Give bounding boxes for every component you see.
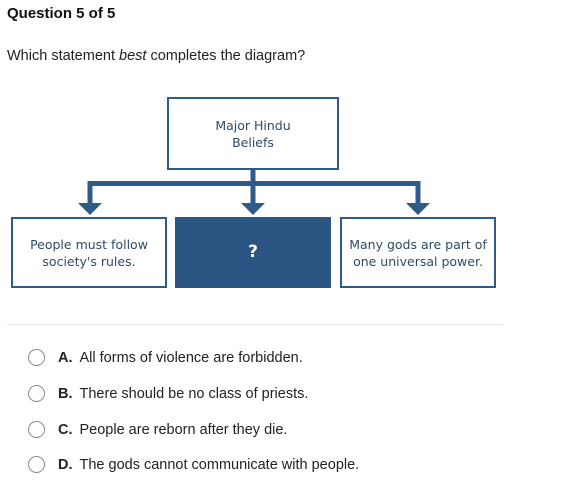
radio-button-b[interactable] — [28, 385, 45, 402]
choice-b-letter: B. — [58, 385, 73, 402]
connector-drop-left — [87, 181, 93, 205]
choice-c-text[interactable]: People are reborn after they die. — [79, 421, 288, 438]
choice-d-text[interactable]: The gods cannot communicate with people. — [79, 456, 360, 473]
prompt-emphasis: best — [119, 48, 147, 64]
diagram-box-major-hindu-beliefs: Major Hindu Beliefs — [167, 97, 339, 170]
choice-a-text[interactable]: All forms of violence are forbidden. — [79, 349, 303, 366]
connector-stem — [250, 170, 256, 184]
prompt-text-end: completes the diagram? — [146, 48, 306, 64]
radio-button-a[interactable] — [28, 349, 45, 366]
arrow-right — [406, 203, 430, 215]
diagram-box-top-label: Major Hindu Beliefs — [215, 117, 291, 150]
radio-button-c[interactable] — [28, 421, 45, 438]
diagram-box-unknown: ? — [175, 217, 331, 288]
diagram-box-right-label: Many gods are part of one universal powe… — [349, 236, 487, 269]
connector-bar — [87, 181, 421, 186]
divider — [7, 324, 503, 325]
choice-a[interactable]: A. All forms of violence are forbidden. — [28, 349, 303, 366]
choice-b[interactable]: B. There should be no class of priests. — [28, 385, 308, 402]
diagram-box-society-rules: People must follow society's rules. — [11, 217, 167, 288]
question-prompt: Which statement best completes the diagr… — [7, 48, 305, 64]
choice-c-letter: C. — [58, 421, 73, 438]
arrow-middle — [241, 203, 265, 215]
choice-b-text[interactable]: There should be no class of priests. — [79, 385, 309, 402]
connector-drop-middle — [250, 181, 256, 205]
diagram-box-universal-power: Many gods are part of one universal powe… — [340, 217, 496, 288]
radio-button-d[interactable] — [28, 456, 45, 473]
choice-d[interactable]: D. The gods cannot communicate with peop… — [28, 456, 359, 473]
choice-a-letter: A. — [58, 349, 73, 366]
arrow-left — [78, 203, 102, 215]
choice-c[interactable]: C. People are reborn after they die. — [28, 421, 287, 438]
diagram-box-middle-label: ? — [248, 242, 258, 262]
choice-d-letter: D. — [58, 456, 73, 473]
diagram-box-left-label: People must follow society's rules. — [30, 236, 148, 269]
connector-drop-right — [415, 181, 421, 205]
prompt-text-start: Which statement — [7, 48, 120, 64]
question-header: Question 5 of 5 — [7, 5, 116, 22]
